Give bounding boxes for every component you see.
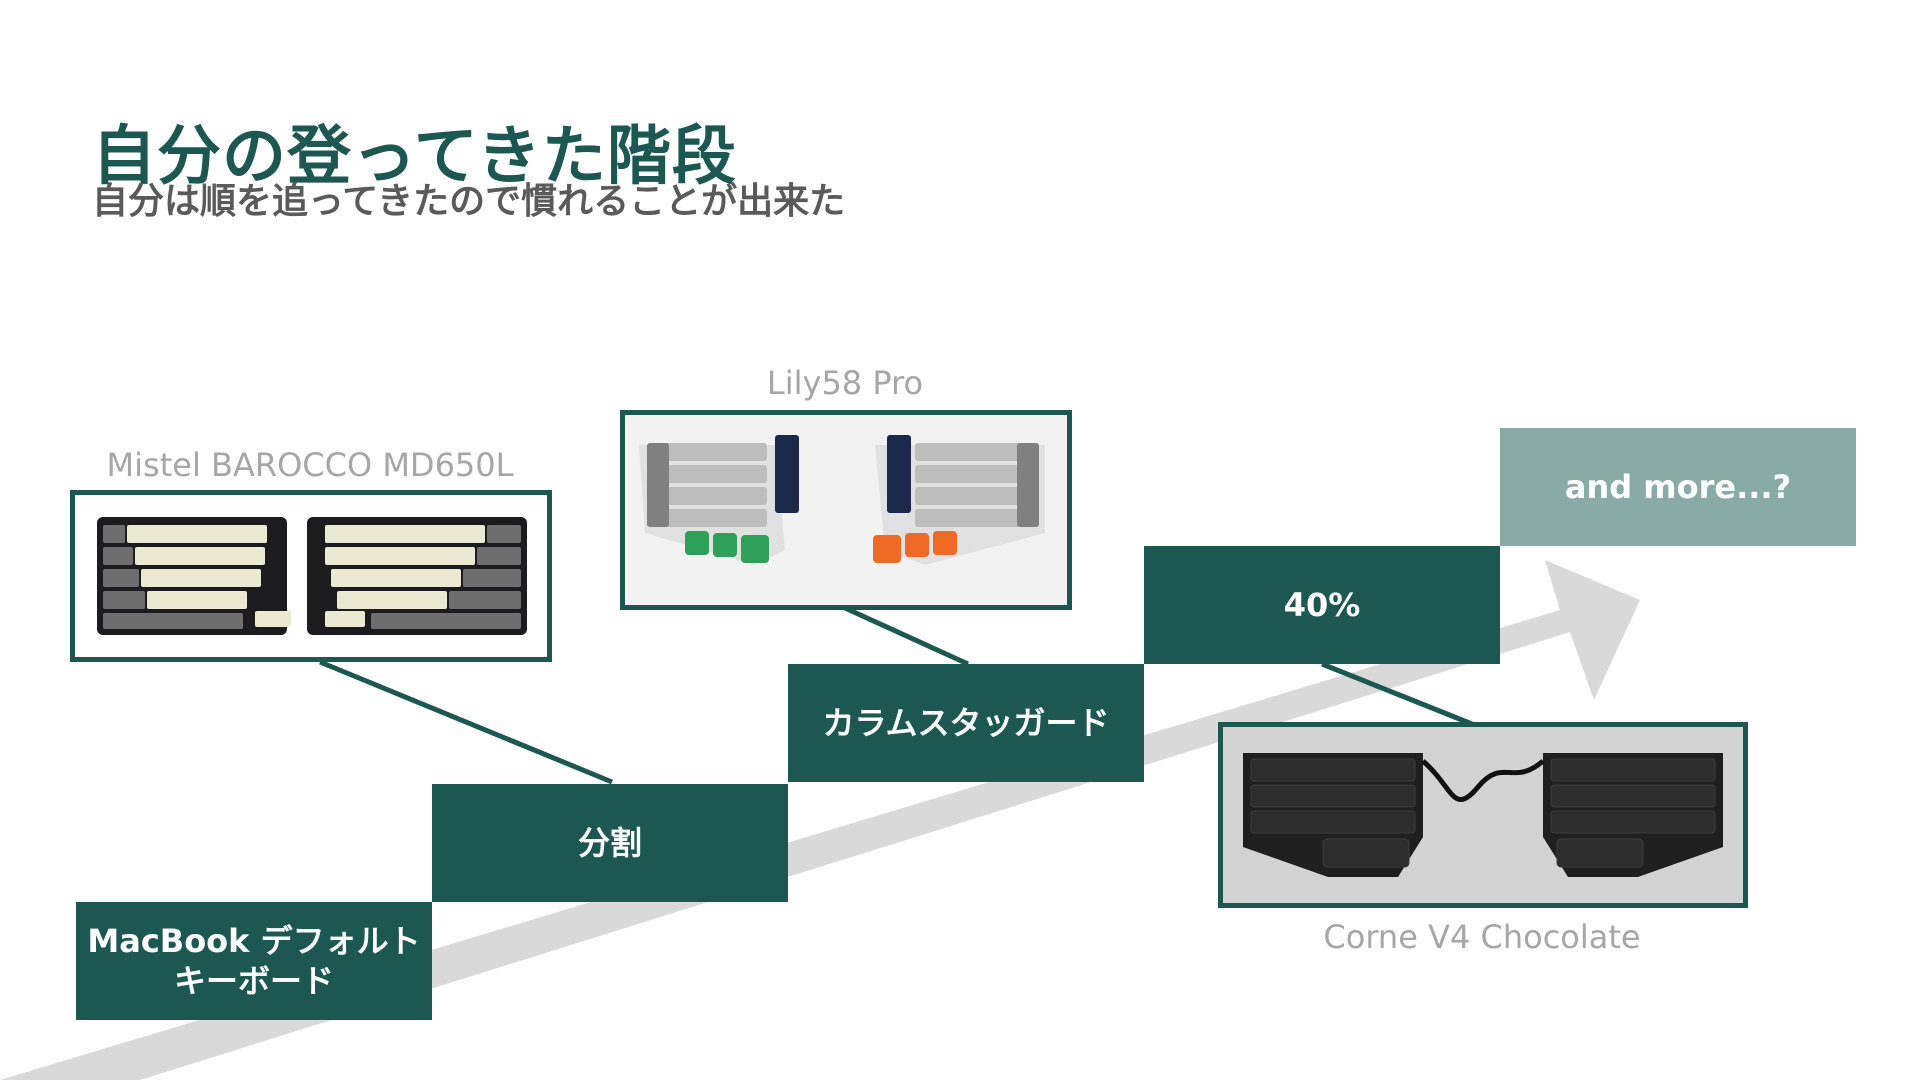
connector-mistel	[319, 659, 613, 785]
caption-mistel: Mistel BAROCCO MD650L	[106, 446, 514, 484]
slide-subtitle: 自分は順を追ってきたので慣れることが出来た	[92, 181, 846, 222]
lily58-keyboard-image	[625, 415, 1067, 605]
step-split: 分割	[432, 784, 788, 902]
connector-corne	[1321, 661, 1473, 727]
step-40-percent: 40%	[1144, 546, 1500, 664]
mistel-keyboard-image	[75, 495, 547, 657]
photo-mistel-barocco	[70, 490, 552, 662]
step-macbook-keyboard: MacBook デフォルト キーボード	[76, 902, 432, 1020]
step-column-staggered: カラムスタッガード	[788, 664, 1144, 782]
connector-lily58	[843, 605, 970, 667]
caption-lily58: Lily58 Pro	[766, 364, 924, 402]
step-and-more: and more...?	[1500, 428, 1856, 546]
photo-lily58-pro	[620, 410, 1072, 610]
photo-corne-v4-chocolate	[1218, 722, 1748, 908]
slide-title: 自分の登ってきた階段	[92, 119, 737, 194]
caption-corne: Corne V4 Chocolate	[1323, 918, 1641, 956]
corne-keyboard-image	[1223, 727, 1743, 903]
